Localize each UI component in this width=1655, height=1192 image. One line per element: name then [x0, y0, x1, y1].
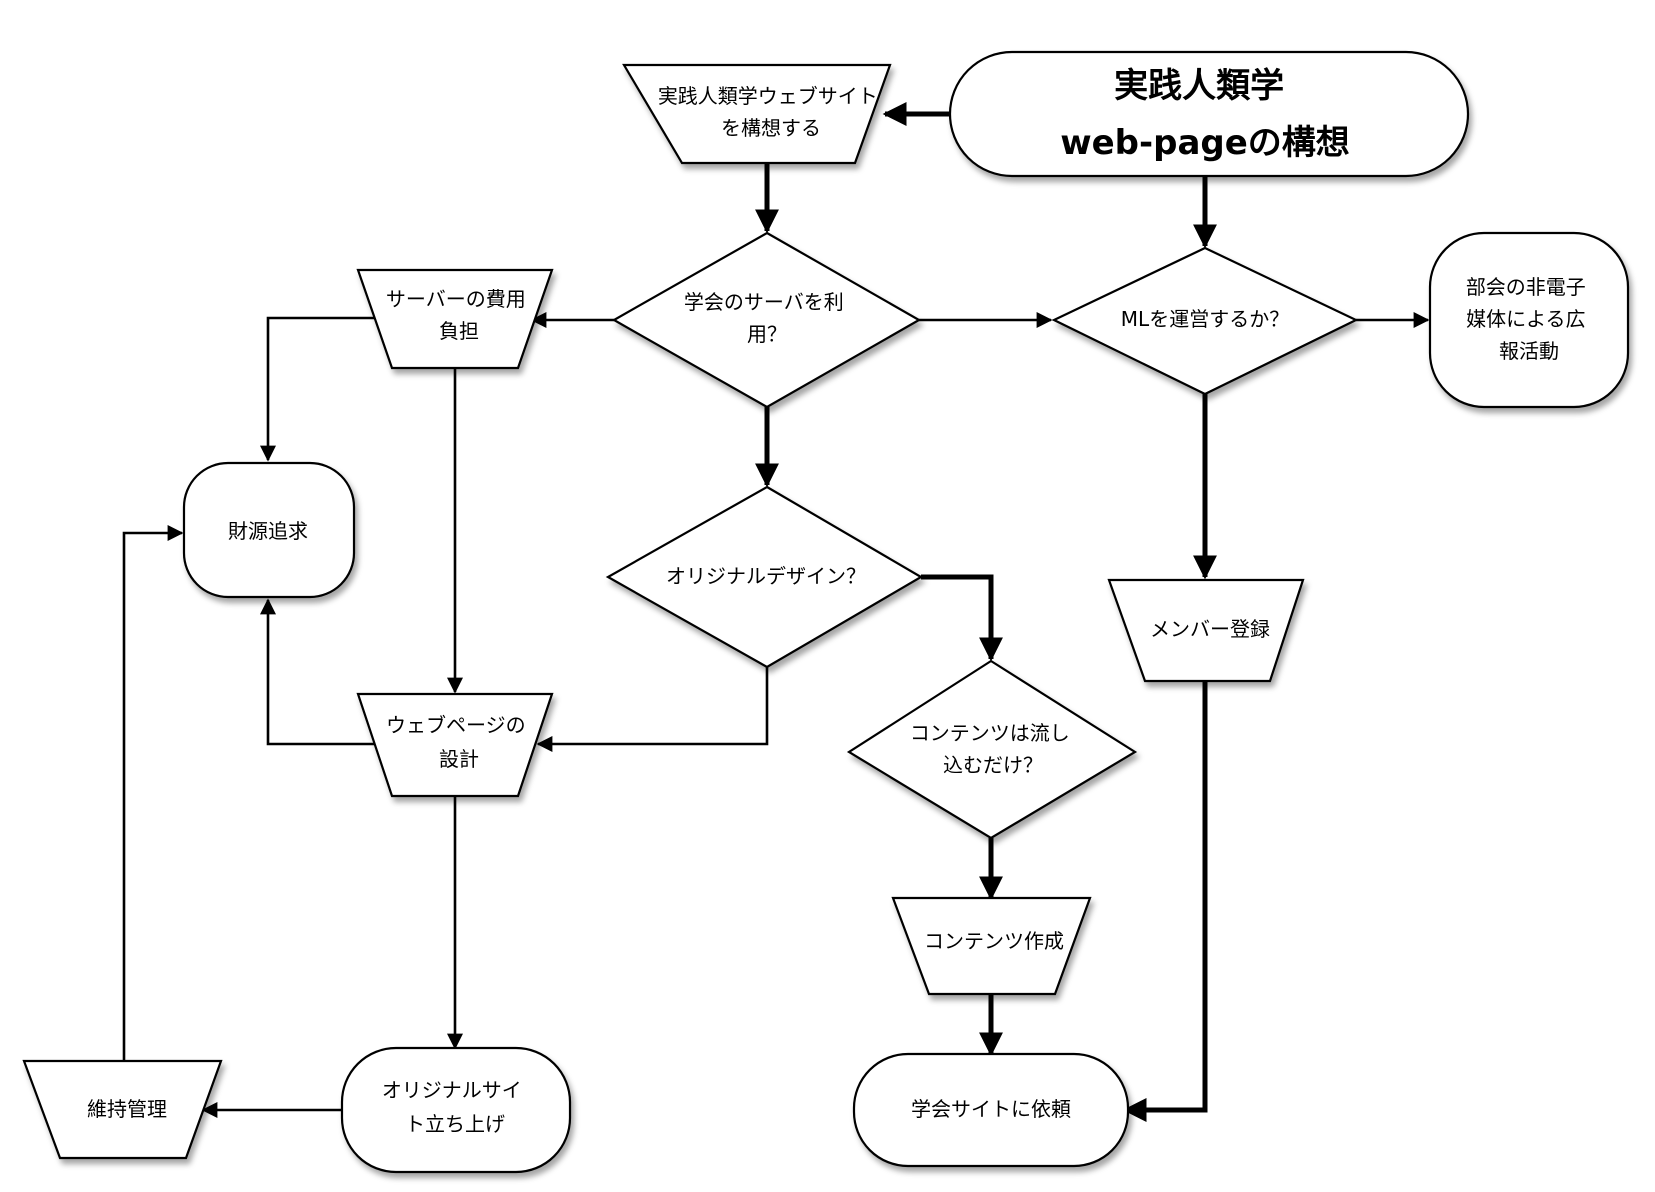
- conceive-site-line-1: 実践人類学ウェブサイト: [658, 84, 878, 108]
- use-society-server-label: 学会のサーバを利 用？: [684, 290, 850, 346]
- use-society-server-line-1: 学会のサーバを利: [684, 290, 844, 314]
- original-site-launch-line-1: オリジナルサイ: [382, 1078, 522, 1102]
- funding-line-1: 財源追求: [228, 519, 308, 543]
- non-electronic-pr-line-3: 報活動: [1499, 339, 1559, 363]
- edge-maintenance-to-funding: [122, 525, 184, 1061]
- webpage-design-label: ウェブページの 設計: [386, 713, 532, 771]
- shapes: [22, 50, 1630, 1174]
- original-site-launch-label: オリジナルサイ ト立ち上げ: [382, 1078, 528, 1136]
- contents-only-line-2: 込むだけ？: [943, 753, 1043, 777]
- edge-webdesign-to-funding: [260, 598, 378, 746]
- edge-design-to-webdesign: [536, 667, 769, 752]
- edge-cost-to-funding: [260, 316, 378, 462]
- contents-creation-trapezoid: [891, 896, 1092, 996]
- request-society-site-label: 学会サイトに依頼: [911, 1097, 1071, 1121]
- contents-creation-label: コンテンツ作成: [924, 929, 1064, 953]
- funding-label: 財源追求: [228, 519, 308, 543]
- labels: 実践人類学 web-pageの構想 実践人類学ウェブサイト を構想する 学会のサ…: [87, 66, 1592, 1136]
- non-electronic-pr-terminator: [1428, 231, 1630, 409]
- webpage-design-line-1: ウェブページの: [386, 713, 526, 737]
- maintenance-label: 維持管理: [87, 1097, 167, 1121]
- contents-creation-line-1: コンテンツ作成: [924, 929, 1064, 953]
- non-electronic-pr-line-1: 部会の非電子: [1466, 275, 1586, 299]
- server-cost-label: サーバーの費用 負担: [386, 287, 532, 343]
- title-line-1: 実践人類学: [1114, 66, 1284, 106]
- maintenance-line-1: 維持管理: [87, 1097, 167, 1121]
- title-label: 実践人類学 web-pageの構想: [1060, 66, 1350, 163]
- maintenance-trapezoid: [22, 1059, 223, 1160]
- funding-terminator: [182, 461, 356, 599]
- member-registration-trapezoid: [1107, 578, 1305, 683]
- original-design-label: オリジナルデザイン？: [666, 564, 866, 588]
- contents-only-diamond: [846, 659, 1138, 840]
- request-society-site-terminator: [852, 1052, 1130, 1168]
- server-cost-line-2: 負担: [439, 319, 479, 343]
- request-society-site-line-1: 学会サイトに依頼: [911, 1097, 1071, 1121]
- run-ml-label: MLを運営するか？: [1121, 307, 1289, 331]
- contents-only-label: コンテンツは流し 込むだけ？: [910, 721, 1076, 777]
- title-terminator: [948, 50, 1470, 178]
- edge-design-to-contentsonly: [921, 574, 1003, 662]
- contents-only-line-1: コンテンツは流し: [910, 721, 1070, 745]
- webpage-design-line-2: 設計: [439, 747, 479, 771]
- original-design-diamond: [605, 485, 924, 669]
- server-cost-line-1: サーバーの費用: [386, 287, 526, 311]
- member-registration-line-1: メンバー登録: [1150, 617, 1270, 641]
- conceive-site-label: 実践人類学ウェブサイト を構想する: [658, 84, 884, 140]
- use-society-server-line-2: 用？: [747, 322, 787, 346]
- member-registration-label: メンバー登録: [1150, 617, 1270, 641]
- non-electronic-pr-label: 部会の非電子 媒体による広 報活動: [1466, 275, 1592, 363]
- original-site-launch-terminator: [340, 1046, 572, 1174]
- title-line-2: web-pageの構想: [1060, 123, 1350, 163]
- server-cost-trapezoid: [356, 268, 554, 370]
- original-site-launch-line-2: ト立ち上げ: [405, 1112, 505, 1136]
- connectors: [122, 102, 1430, 1122]
- original-design-line-1: オリジナルデザイン？: [666, 564, 866, 588]
- edge-member-to-request: [1122, 681, 1208, 1122]
- conceive-site-trapezoid: [622, 63, 892, 165]
- webpage-design-trapezoid: [356, 692, 554, 798]
- non-electronic-pr-line-2: 媒体による広: [1466, 307, 1585, 331]
- run-ml-line-1: MLを運営するか？: [1121, 307, 1289, 331]
- run-ml-diamond: [1051, 246, 1359, 396]
- use-society-server-diamond: [611, 231, 922, 409]
- conceive-site-line-2: を構想する: [721, 116, 821, 140]
